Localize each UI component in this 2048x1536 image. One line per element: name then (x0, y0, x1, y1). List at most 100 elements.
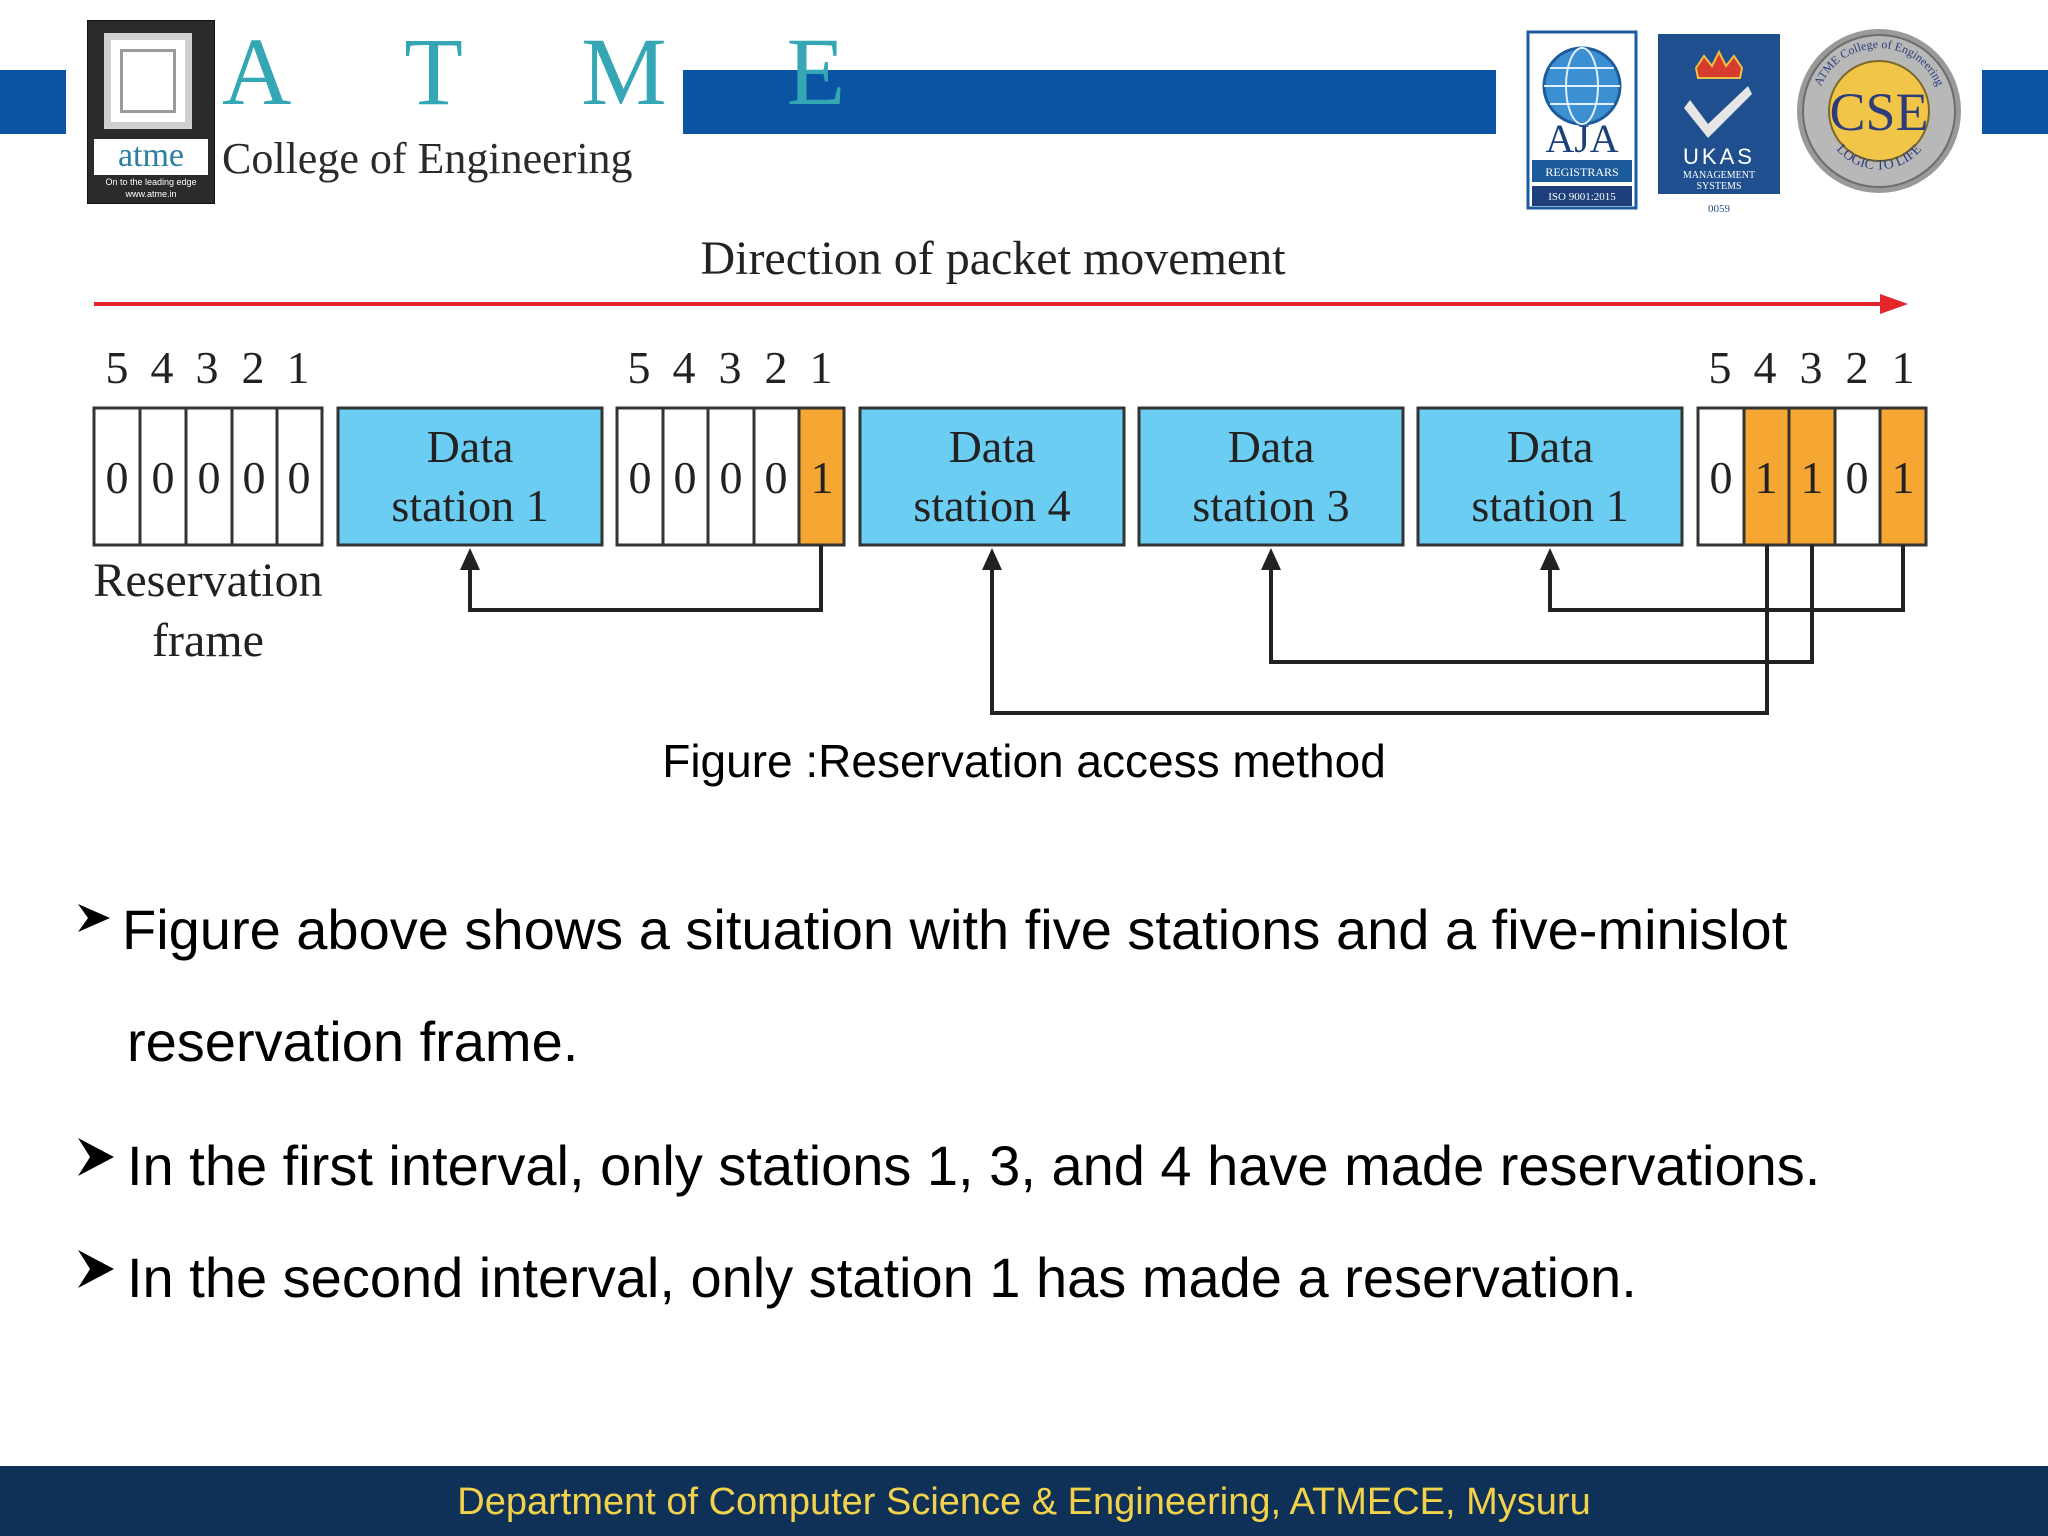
slot-bit: 0 (198, 452, 221, 503)
connector-frame2-to-station1 (468, 545, 823, 612)
minislot (92, 406, 142, 547)
slot-number: 4 (673, 342, 696, 393)
logo-word: atme (94, 139, 208, 175)
frame-1-slot-numbers: 5 4 3 2 1 (106, 342, 310, 393)
data-box-line2: station 4 (913, 480, 1070, 531)
slot-bit: 0 (243, 452, 266, 503)
slot-number: 5 (628, 342, 651, 393)
minislot (275, 406, 324, 547)
logo-frame-icon (104, 33, 192, 129)
checkmark-icon (1684, 86, 1752, 138)
bullet-1-line2: reservation frame. (127, 1010, 579, 1073)
ukas-code: 0059 (1708, 203, 1731, 215)
aja-sub: REGISTRARS (1545, 165, 1618, 179)
cse-center-text: CSE (1829, 82, 1928, 142)
aja-certification-badge: AJA REGISTRARS ISO 9001:2015 (1526, 30, 1638, 210)
atme-logo: atme On to the leading edge www.atme.in (87, 20, 215, 204)
ukas-sub2: SYSTEMS (1696, 181, 1741, 192)
data-box-line1: Data (427, 421, 514, 472)
direction-arrow-head-icon (1880, 294, 1908, 314)
aja-iso: ISO 9001:2015 (1548, 191, 1616, 203)
data-box-line1: Data (1228, 421, 1315, 472)
minislot (706, 406, 756, 547)
slot-bit: 1 (1892, 452, 1915, 503)
slot-number: 2 (242, 342, 265, 393)
data-box-line1: Data (1507, 421, 1594, 472)
header-bar-right (1982, 70, 2048, 134)
data-box-line2: station 1 (1471, 480, 1628, 531)
header-bar-left (0, 70, 66, 134)
slot-bit: 0 (106, 452, 129, 503)
header-bar-middle (683, 70, 1496, 134)
footer-bar: Department of Computer Science & Enginee… (0, 1466, 2048, 1536)
minislot (752, 406, 801, 547)
slot-bit: 1 (1755, 452, 1778, 503)
reservation-frame-2: 0 0 0 0 1 (615, 406, 846, 547)
data-box-line2: station 1 (391, 480, 548, 531)
slot-bit: 0 (288, 452, 311, 503)
reservation-diagram: Direction of packet movement 5 4 3 2 1 5… (92, 232, 1928, 715)
bullet-arrow-icon (78, 1250, 114, 1288)
slot-number: 1 (1892, 342, 1915, 393)
frame-3-slot-numbers: 5 4 3 2 1 (1709, 342, 1915, 393)
logo-url: www.atme.in (125, 189, 177, 199)
minislot (138, 406, 188, 547)
data-box-station-3: Data station 3 (1137, 406, 1405, 547)
slot-number: 1 (287, 342, 310, 393)
reservation-frame-3: 0 1 1 0 1 (1696, 406, 1928, 547)
college-subtitle: College of Engineering (222, 134, 633, 183)
ukas-certification-badge: UKAS MANAGEMENT SYSTEMS 0059 (1658, 34, 1780, 215)
footer-text: Department of Computer Science & Enginee… (457, 1481, 1591, 1523)
slot-number: 2 (765, 342, 788, 393)
bullet-1-line1: Figure above shows a situation with five… (122, 898, 1788, 961)
direction-label: Direction of packet movement (700, 232, 1286, 285)
minislot (184, 406, 234, 547)
data-box-line2: station 3 (1192, 480, 1349, 531)
cse-department-seal: ATME College of Engineering LOGIC TO LIF… (1797, 29, 1961, 193)
slot-number: 2 (1846, 342, 1869, 393)
arrow-up-icon (1540, 548, 1560, 570)
ukas-sub1: MANAGEMENT (1683, 170, 1755, 181)
slot-number: 3 (1800, 342, 1823, 393)
slot-number: 5 (106, 342, 129, 393)
slot-number: 4 (1754, 342, 1777, 393)
slot-number: 5 (1709, 342, 1732, 393)
crown-icon (1694, 49, 1744, 79)
slot-bit: 0 (720, 452, 743, 503)
minislot (661, 406, 710, 547)
arrow-up-icon (982, 548, 1002, 570)
reservation-label-line2: frame (152, 614, 264, 667)
slot-bit: 1 (811, 452, 834, 503)
slot-bit: 0 (629, 452, 652, 503)
connector-frame3-slot4-to-station4 (990, 545, 1769, 715)
minislot (615, 406, 665, 547)
connector-frame3-slot3-to-station3 (1269, 545, 1814, 664)
reservation-frame-1: 0 0 0 0 0 (92, 406, 324, 547)
data-box-station-1b: Data station 1 (1416, 406, 1684, 547)
slot-bit: 0 (674, 452, 697, 503)
minislot-reserved (797, 406, 846, 547)
minislot-reserved (1742, 406, 1791, 547)
connector-frame3-slot1-to-station1 (1548, 545, 1905, 612)
bullet-3: In the second interval, only station 1 h… (127, 1246, 1637, 1309)
slot-bit: 1 (1801, 452, 1824, 503)
slot-number: 1 (810, 342, 833, 393)
aja-name: AJA (1545, 116, 1618, 161)
arrow-up-icon (1261, 548, 1281, 570)
figure-caption: Figure :Reservation access method (662, 735, 1386, 787)
frame-2-slot-numbers: 5 4 3 2 1 (628, 342, 833, 393)
bullet-2: In the first interval, only stations 1, … (127, 1134, 1821, 1197)
bullet-arrow-icon (78, 1138, 114, 1176)
data-box-station-1a: Data station 1 (336, 406, 604, 547)
reservation-label-line1: Reservation (93, 554, 322, 607)
data-box-line1: Data (949, 421, 1036, 472)
slot-bit: 0 (1846, 452, 1869, 503)
slot-number: 4 (151, 342, 174, 393)
slot-bit: 0 (765, 452, 788, 503)
ukas-name: UKAS (1683, 144, 1755, 169)
arrow-up-icon (460, 548, 480, 570)
slot-bit: 0 (152, 452, 175, 503)
slot-number: 3 (719, 342, 742, 393)
minislot (1833, 406, 1882, 547)
logo-tagline: On to the leading edge (105, 177, 197, 187)
